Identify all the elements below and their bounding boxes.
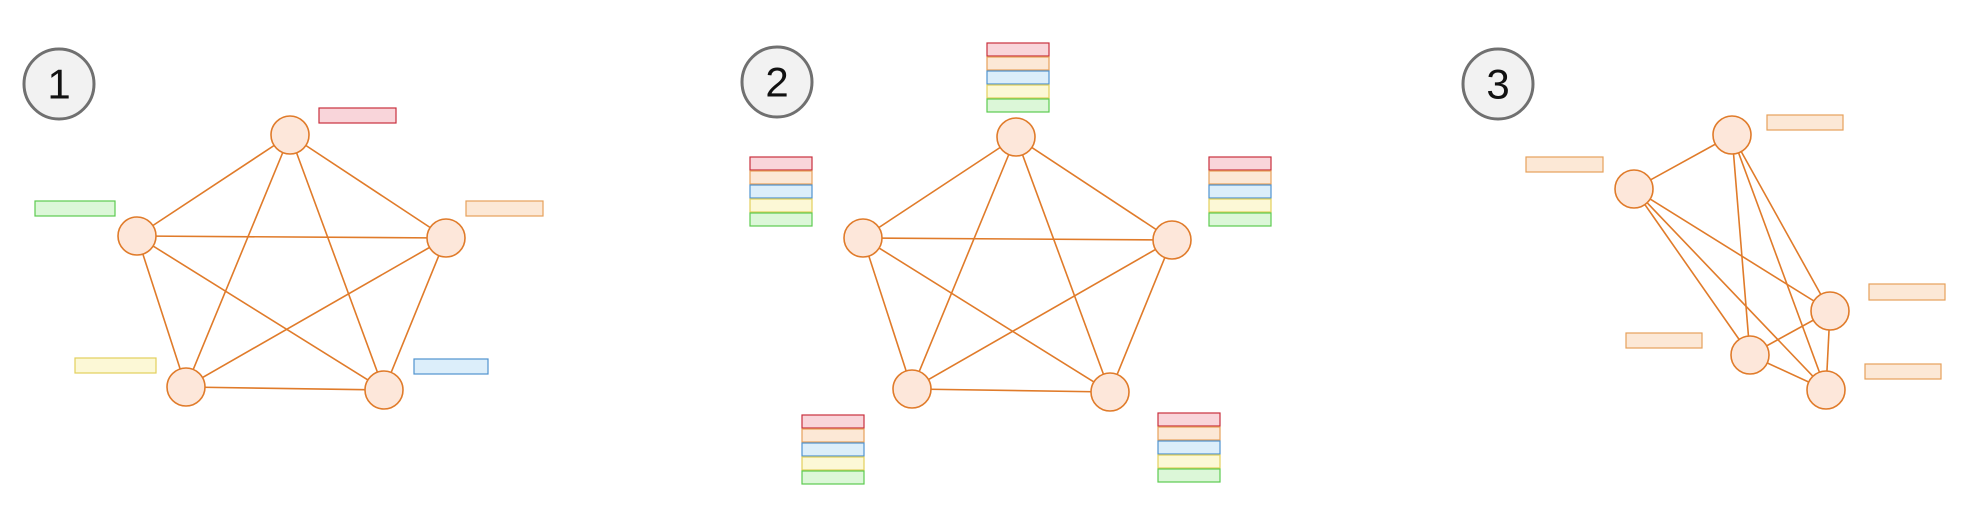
node-label-box-green [986, 98, 1050, 113]
edge [289, 134, 385, 391]
panel-2-nodes [843, 117, 1192, 412]
graph-node [426, 218, 466, 258]
graph-node [364, 370, 404, 410]
edge [136, 235, 187, 388]
panel-2: 2 [740, 42, 1272, 485]
node-label-box-orange [801, 428, 865, 443]
edge [1109, 239, 1173, 393]
edge [862, 237, 1173, 241]
panel-1: 1 [22, 47, 544, 410]
graph-node [843, 218, 883, 258]
badge-circle [740, 45, 814, 119]
edge [1731, 134, 1827, 391]
graph-node [1152, 220, 1192, 260]
graph-node [1730, 335, 1770, 375]
edge [383, 237, 447, 391]
node-label-box-orange [1208, 170, 1272, 185]
panel-3-labels [1525, 114, 1946, 380]
edge [185, 134, 291, 388]
graph-node [996, 117, 1036, 157]
edge [1731, 134, 1831, 312]
edge [1015, 136, 1173, 241]
edge [136, 235, 385, 391]
node-label-box-blue [1208, 184, 1272, 199]
node-label-box-red [318, 107, 397, 124]
node-label-box-yellow [749, 198, 813, 213]
graph-node [1806, 370, 1846, 410]
node-label-box-yellow [801, 456, 865, 471]
edge [1015, 136, 1111, 393]
panel-1-nodes [117, 115, 466, 410]
edge [1633, 188, 1827, 391]
panel-2-edges [862, 136, 1173, 393]
node-label-box-red [1157, 412, 1221, 427]
node-label-box-blue [801, 442, 865, 457]
node-label-box-blue [1157, 440, 1221, 455]
panel-3-nodes [1614, 115, 1850, 410]
edge [185, 237, 447, 388]
panel-2-badge: 2 [740, 45, 814, 119]
graph-node [1090, 372, 1130, 412]
node-label-box-red [801, 414, 865, 429]
edge [862, 237, 1111, 393]
node-label-box-orange [749, 170, 813, 185]
badge-number: 2 [765, 59, 788, 106]
node-label-box-blue [749, 184, 813, 199]
edge [136, 235, 447, 239]
edge [911, 388, 1111, 393]
panel-1-badge: 1 [22, 47, 96, 121]
badge-number: 1 [47, 61, 70, 108]
edge [136, 134, 291, 237]
node-label-box-blue [413, 358, 489, 375]
edge [911, 136, 1017, 390]
node-label-box-orange [986, 56, 1050, 71]
node-label-box-green [34, 200, 116, 217]
node-label-box-orange [1157, 426, 1221, 441]
node-label-box-red [749, 156, 813, 171]
panel-3: 3 [1461, 47, 1946, 410]
node-label-box-yellow [74, 357, 157, 374]
node-label-box-blue [986, 70, 1050, 85]
node-label-box-green [1157, 468, 1221, 483]
badge-circle [22, 47, 96, 121]
node-label-box-orange [1766, 114, 1844, 131]
graph-node [117, 216, 157, 256]
node-label-box-yellow [986, 84, 1050, 99]
edge [185, 386, 385, 391]
edge [1633, 188, 1831, 312]
node-label-box-green [749, 212, 813, 227]
graph-node [892, 369, 932, 409]
node-label-box-orange [1868, 283, 1946, 301]
graph-node [1810, 291, 1850, 331]
node-label-box-green [801, 470, 865, 485]
node-label-box-orange [1864, 363, 1942, 380]
graph-node [166, 367, 206, 407]
edge [1633, 188, 1751, 356]
panel-2-labels [749, 42, 1272, 485]
node-label-box-red [1208, 156, 1272, 171]
node-label-box-orange [1525, 156, 1604, 173]
edge [289, 134, 447, 239]
graph-node [1712, 115, 1752, 155]
node-label-box-yellow [1208, 198, 1272, 213]
badge-number: 3 [1486, 61, 1509, 108]
edge [1731, 134, 1751, 356]
node-label-box-red [986, 42, 1050, 57]
edge [911, 239, 1173, 390]
edge [862, 136, 1017, 239]
badge-circle [1461, 47, 1535, 121]
panel-1-labels [34, 107, 544, 375]
edge [862, 237, 913, 390]
node-label-box-orange [465, 200, 544, 217]
node-label-box-orange [1625, 332, 1703, 349]
graph-node [1614, 169, 1654, 209]
panel-1-edges [136, 134, 447, 391]
node-label-box-yellow [1157, 454, 1221, 469]
panel-3-badge: 3 [1461, 47, 1535, 121]
graph-node [270, 115, 310, 155]
node-label-box-green [1208, 212, 1272, 227]
